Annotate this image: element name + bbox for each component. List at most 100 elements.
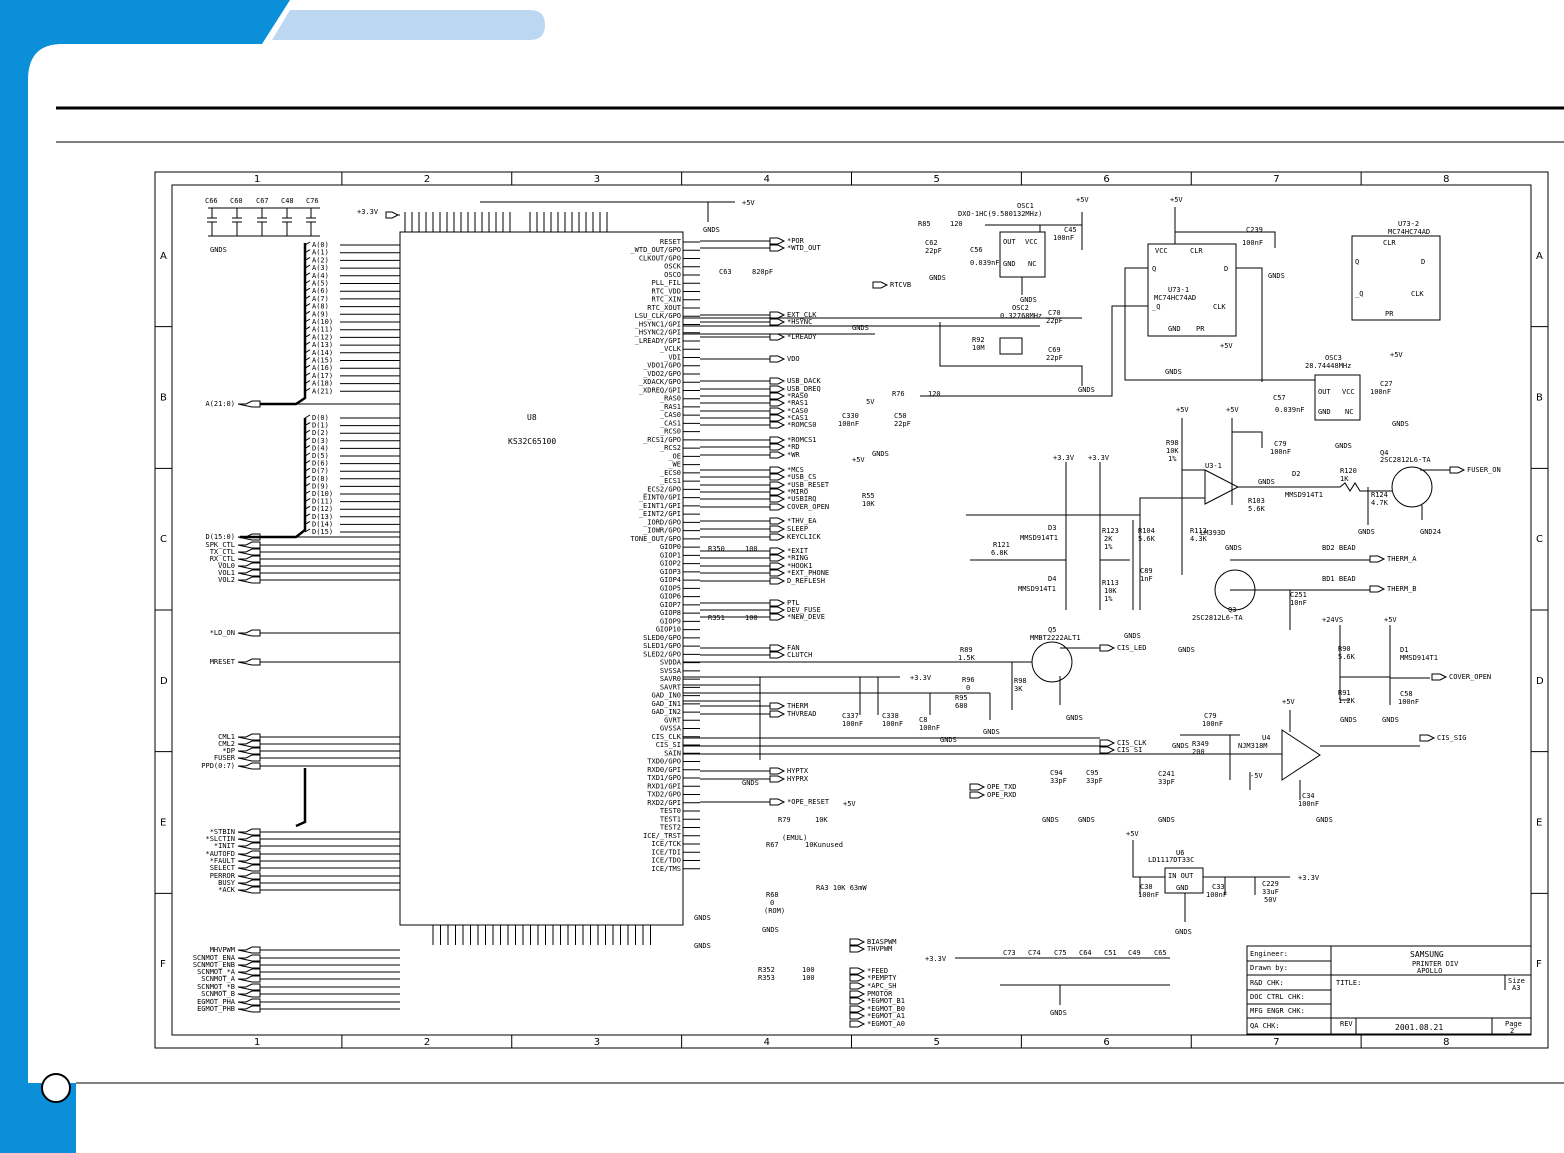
chip-right-pin: RTC_XOUT bbox=[647, 304, 682, 312]
chip-right-pin: GIOP1 bbox=[660, 551, 681, 559]
right-net-label: PTL bbox=[787, 599, 800, 607]
svg-text:2SC2812L6-TA: 2SC2812L6-TA bbox=[1380, 456, 1431, 464]
svg-text:GND24: GND24 bbox=[1420, 528, 1441, 536]
zone-row-right: B bbox=[1536, 393, 1543, 404]
svg-text:PR: PR bbox=[1196, 325, 1205, 333]
right-net-label: *MIRO bbox=[787, 488, 808, 496]
svg-text:GNDS: GNDS bbox=[1165, 368, 1182, 376]
chip-right-pin: _WE bbox=[668, 461, 681, 469]
right-net-label: FUSER_ON bbox=[1467, 466, 1501, 474]
svg-text:C229: C229 bbox=[1262, 880, 1279, 888]
svg-text:BD1 BEAD: BD1 BEAD bbox=[1322, 575, 1356, 583]
chip-right-pin: SLED0/GPO bbox=[643, 634, 681, 642]
svg-text:OSC1: OSC1 bbox=[1017, 202, 1034, 210]
svg-text:C241: C241 bbox=[1158, 770, 1175, 778]
svg-text:C69: C69 bbox=[1048, 346, 1061, 354]
svg-text:33uF: 33uF bbox=[1262, 888, 1279, 896]
right-net-label: *WR bbox=[787, 451, 800, 459]
svg-text:C49: C49 bbox=[1128, 949, 1141, 957]
chip-left-pin: A(12) bbox=[312, 333, 333, 341]
bus-taps bbox=[304, 241, 311, 533]
chip-right-pin: OSCO bbox=[664, 271, 681, 279]
zone-row-left: B bbox=[160, 393, 167, 404]
svg-text:0: 0 bbox=[966, 684, 970, 692]
left-net-label: SCNMOT_A bbox=[201, 975, 236, 983]
svg-text:REV: REV bbox=[1340, 1020, 1353, 1028]
chip-right-pin: GIOP3 bbox=[660, 568, 681, 576]
svg-text:10K: 10K bbox=[1104, 587, 1117, 595]
chip-left-pin: A(4) bbox=[312, 272, 329, 280]
zone-col-top: 1 bbox=[254, 174, 260, 185]
right-net-label: *HSYNC bbox=[787, 318, 812, 326]
svg-text:D1: D1 bbox=[1400, 646, 1408, 654]
svg-text:0.039nF: 0.039nF bbox=[1275, 406, 1305, 414]
left-net-label: SCNMOT_B bbox=[201, 990, 235, 998]
svg-text:R103: R103 bbox=[1248, 497, 1265, 505]
chip-right-pin: _ECS1 bbox=[660, 477, 681, 485]
svg-text:QA CHK:: QA CHK: bbox=[1250, 1022, 1280, 1030]
chip-right-pin: GIOP9 bbox=[660, 617, 681, 625]
right-net-label: *EGMOT_A1 bbox=[867, 1012, 905, 1020]
right-net-label: *EGMOT_B1 bbox=[867, 997, 905, 1005]
svg-text:GNDS: GNDS bbox=[703, 226, 720, 234]
svg-text:GNDS: GNDS bbox=[872, 450, 889, 458]
svg-text:GNDS: GNDS bbox=[762, 926, 779, 934]
svg-text:GNDS: GNDS bbox=[852, 324, 869, 332]
chip-right-pin: GIOP10 bbox=[656, 626, 681, 634]
svg-text:100nF: 100nF bbox=[1270, 448, 1291, 456]
svg-text:10K: 10K bbox=[862, 500, 875, 508]
zone-col-top: 8 bbox=[1443, 174, 1449, 185]
chip-right-pin: _WTD_OUT/GPO bbox=[630, 246, 681, 254]
right-net-label: *USB_RESET bbox=[787, 481, 830, 489]
chip-right-pin: ICE/TDI bbox=[651, 848, 681, 856]
chip-right-pin: TXD0/GPO bbox=[647, 758, 681, 766]
left-net-label: EGMOT_PHB bbox=[197, 1005, 235, 1013]
svg-text:+5V: +5V bbox=[1390, 351, 1403, 359]
right-net-label: COVER_OPEN bbox=[1449, 673, 1491, 681]
left-net-label: CML2 bbox=[218, 740, 235, 748]
svg-text:GNDS: GNDS bbox=[1078, 386, 1095, 394]
ppd-bus bbox=[295, 768, 307, 828]
svg-text:100nF: 100nF bbox=[842, 720, 863, 728]
right-net-label: THERM bbox=[787, 702, 808, 710]
chip-left-pin: D(2) bbox=[312, 429, 329, 437]
svg-text:U4: U4 bbox=[1262, 734, 1270, 742]
svg-text:TITLE:: TITLE: bbox=[1336, 979, 1361, 987]
left-net-label: SPK_CTL bbox=[205, 541, 235, 549]
left-net-label: MHVPWM bbox=[210, 946, 235, 954]
svg-text:R85: R85 bbox=[918, 220, 931, 228]
right-net-label: THVREAD bbox=[787, 710, 817, 718]
chip-left-pin: D(3) bbox=[312, 437, 329, 445]
svg-text:LM393D: LM393D bbox=[1200, 529, 1225, 537]
zone-col-bottom: 6 bbox=[1103, 1037, 1109, 1048]
svg-text:C63: C63 bbox=[719, 268, 732, 276]
svg-text:C66: C66 bbox=[205, 197, 218, 205]
chip-left-pin: A(18) bbox=[312, 380, 333, 388]
chip-right-pin: _ECS0 bbox=[660, 469, 681, 477]
svg-text:R112: R112 bbox=[1190, 527, 1207, 535]
svg-text:Q3: Q3 bbox=[1228, 606, 1236, 614]
svg-text:33pF: 33pF bbox=[1086, 777, 1103, 785]
chip-right-pin: SAIN bbox=[664, 749, 681, 757]
rail-label-33: +3.3V bbox=[357, 208, 379, 216]
svg-text:+3.3V: +3.3V bbox=[1088, 454, 1110, 462]
chip-right-pin: _RCS2 bbox=[660, 444, 681, 452]
chip-right-pin: _XDREQ/GPI bbox=[639, 386, 681, 394]
right-net-label: CLUTCH bbox=[787, 651, 812, 659]
right-net-label: DEV_FUSE bbox=[787, 606, 821, 614]
svg-text:U73-1: U73-1 bbox=[1168, 286, 1189, 294]
chip-right-pin: SVSSA bbox=[660, 667, 682, 675]
svg-text:R55: R55 bbox=[862, 492, 875, 500]
chip-left-pin: D(14) bbox=[312, 520, 333, 528]
svg-text:C60: C60 bbox=[230, 197, 243, 205]
page-marker bbox=[41, 1073, 71, 1103]
svg-text:4.7K: 4.7K bbox=[1371, 499, 1389, 507]
right-nets: *POR*WTD_OUTRTCVBEXT_CLK*HSYNC*LREADYVDO… bbox=[700, 237, 1501, 1028]
